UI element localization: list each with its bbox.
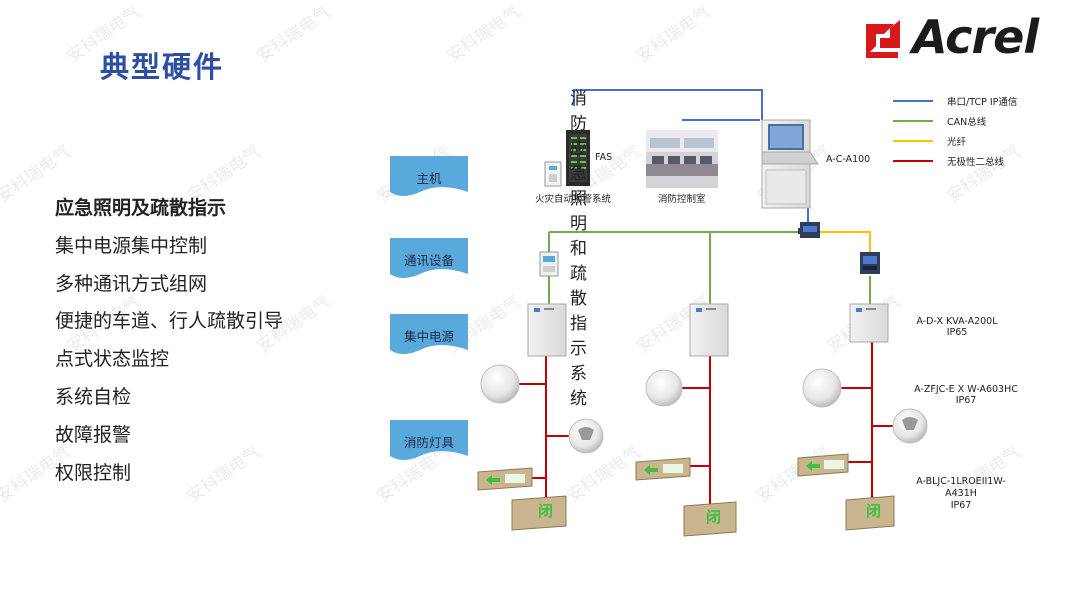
tier-banner-power [390, 314, 468, 354]
dome-lamp-icon [802, 368, 842, 408]
power-model-label: A-D-X KVA-A200L IP65 [902, 316, 1012, 338]
exit-sign-door-icon [511, 495, 567, 531]
power-cabinet-icon [527, 303, 567, 357]
legend-label: 无极性二总线 [947, 157, 1005, 168]
power-cabinet-icon [849, 303, 889, 343]
sign-model-label: A-BLJC-1LROEII1W- A431H IP67 [906, 476, 1016, 512]
fas-label: FAS [595, 152, 613, 163]
legend: 串口/TCP IP通信 CAN总线 光纤 无极性二总线 [893, 92, 1053, 172]
tcp-line-fas [573, 89, 763, 120]
fas-caption: 火灾自动报警系统 [535, 194, 612, 205]
control-room-caption: 消防控制室 [658, 194, 706, 205]
ceiling-lamp-icon [892, 408, 928, 444]
fas-panel-icon [544, 161, 562, 187]
slide-title: 典型硬件 [100, 50, 225, 84]
tier-label-text: 消防灯具 [403, 435, 454, 450]
exit-sign-glyph: 闭 [538, 502, 554, 520]
legend-item-fiber: 光纤 [893, 132, 1053, 152]
host-console-icon [761, 119, 819, 209]
lamp-model-label: A-ZFJC-E X W-A603HC IP67 [906, 384, 1026, 406]
legend-swatch [893, 100, 933, 102]
dome-lamp-icon [480, 364, 520, 404]
feature-item: 故障报警 [55, 423, 132, 446]
legend-swatch [893, 140, 933, 142]
tier-banner-comm [390, 238, 468, 278]
host-model-label: A-C-A100 [826, 154, 871, 165]
power-model-ip: IP65 [946, 327, 968, 338]
sign-model-name: A-BLJC-1LROEII1W- [916, 476, 1006, 487]
acrel-logo: Acrel [866, 10, 1062, 64]
exit-sign-door-icon [683, 501, 737, 537]
exit-sign-arrow-icon [477, 467, 533, 491]
legend-label: CAN总线 [947, 117, 987, 128]
feature-item: 系统自检 [55, 385, 132, 408]
tier-banner-lamps [390, 420, 468, 460]
ceiling-lamp-icon [568, 418, 604, 454]
legend-label: 串口/TCP IP通信 [947, 97, 1018, 108]
tier-label-host: 主机 [390, 156, 468, 198]
feature-item: 权限控制 [55, 461, 132, 484]
legend-item-bus: 无极性二总线 [893, 152, 1053, 172]
dome-lamp-icon [645, 369, 683, 407]
feature-item: 应急照明及疏散指示 [55, 197, 227, 219]
power-model-name: A-D-X KVA-A200L [916, 316, 998, 327]
sign-model-name-cont: A431H [945, 488, 977, 499]
acrel-logo-icon [866, 20, 900, 58]
legend-item-can: CAN总线 [893, 112, 1053, 132]
fas-rack-icon [566, 130, 590, 186]
feature-list: 应急照明及疏散指示 集中电源集中控制 多种通讯方式组网 便捷的车道、行人疏散引导… [55, 190, 283, 492]
legend-label: 光纤 [947, 137, 967, 148]
tier-label-power: 集中电源 [390, 314, 468, 356]
tier-label-comm: 通讯设备 [390, 238, 468, 280]
exit-sign-glyph: 闭 [866, 502, 882, 520]
legend-item-tcp: 串口/TCP IP通信 [893, 92, 1053, 112]
power-cabinet-icon [689, 303, 729, 357]
exit-sign-arrow-icon [635, 457, 691, 481]
control-room-image [646, 130, 718, 188]
feature-item: 便捷的车道、行人疏散引导 [55, 310, 284, 333]
lamp-model-name: A-ZFJC-E X W-A603HC [914, 384, 1018, 395]
exit-sign-glyph: 闭 [706, 508, 722, 526]
tier-label-text: 主机 [416, 171, 442, 186]
feature-item: 集中电源集中控制 [55, 234, 208, 257]
tier-banner-host [390, 156, 468, 196]
exit-sign-door-icon [845, 495, 895, 531]
diagram-title: 消防应急照明和疏散指示系统 [570, 89, 587, 409]
tier-label-text: 通讯设备 [403, 253, 454, 268]
legend-swatch [893, 160, 933, 162]
gateway-device-icon [798, 222, 820, 238]
lamp-model-ip: IP67 [955, 395, 977, 406]
sign-model-ip: IP67 [950, 500, 972, 511]
fiber-line [816, 231, 871, 252]
din-module-icon [539, 251, 559, 277]
brand-name: Acrel [912, 10, 1039, 64]
feature-item: 点式状态监控 [55, 348, 170, 371]
tier-label-text: 集中电源 [403, 329, 454, 344]
tier-label-lamps: 消防灯具 [390, 420, 468, 462]
exit-sign-arrow-icon [797, 453, 849, 477]
feature-item: 多种通讯方式组网 [55, 272, 208, 295]
legend-swatch [893, 120, 933, 122]
fiber-converter-icon [860, 252, 880, 274]
